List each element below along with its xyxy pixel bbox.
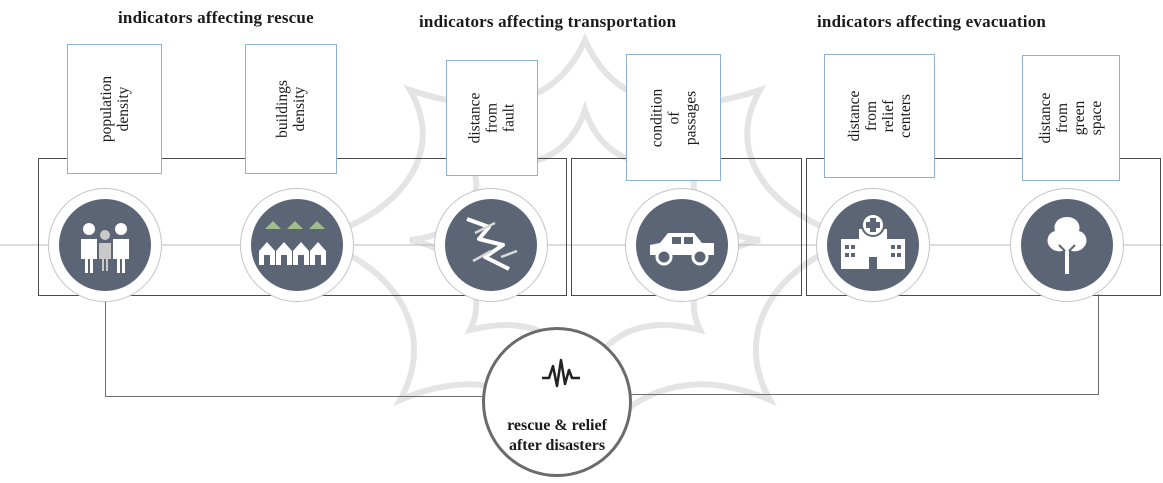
indicator-disc-fault (434, 188, 548, 302)
outcome-circle: rescue & relief after disasters (482, 327, 632, 477)
indicator-disc-green-space (1010, 188, 1124, 302)
outcome-label: rescue & relief after disasters (507, 417, 607, 454)
indicator-card-distance-from-fault: distance from fault (446, 60, 538, 176)
indicator-label: distance from green space (1037, 92, 1105, 144)
indicator-card-condition-of-passages: condition of passages (626, 54, 721, 181)
header-transportation: indicators affecting transportation (419, 12, 677, 31)
indicator-disc-passages (625, 188, 739, 302)
indicator-label: distance from fault (466, 92, 518, 144)
indicator-disc-buildings (240, 188, 354, 302)
connector-left-horizontal (105, 396, 485, 397)
indicator-card-population-density: population density (67, 44, 162, 174)
fault-crack-icon (466, 217, 518, 271)
indicator-disc-relief-centers (816, 188, 930, 302)
connector-right-vertical (1098, 294, 1099, 395)
vehicle-icon (650, 233, 714, 266)
connector-left-vertical (105, 294, 106, 397)
buildings-icon (259, 221, 326, 265)
people-icon (81, 223, 129, 273)
header-evacuation: indicators affecting evacuation (817, 12, 1047, 31)
indicator-card-buildings-density: buildings density (245, 44, 337, 174)
indicator-label: buildings density (274, 80, 308, 138)
header-rescue: indicators affecting rescue (118, 8, 314, 27)
indicator-disc-population (48, 188, 162, 302)
indicator-label: condition of passages (648, 88, 699, 147)
hospital-icon (841, 213, 905, 269)
connector-right-horizontal (630, 394, 1098, 395)
indicator-label: distance from relief centers (845, 90, 914, 142)
seismograph-icon (542, 358, 580, 388)
indicator-card-distance-from-relief-centers: distance from relief centers (824, 54, 935, 178)
group-box-evacuation (806, 158, 1161, 296)
indicator-card-distance-from-green-space: distance from green space (1022, 55, 1120, 181)
indicator-label: population density (97, 75, 132, 143)
tree-icon (1047, 217, 1087, 274)
